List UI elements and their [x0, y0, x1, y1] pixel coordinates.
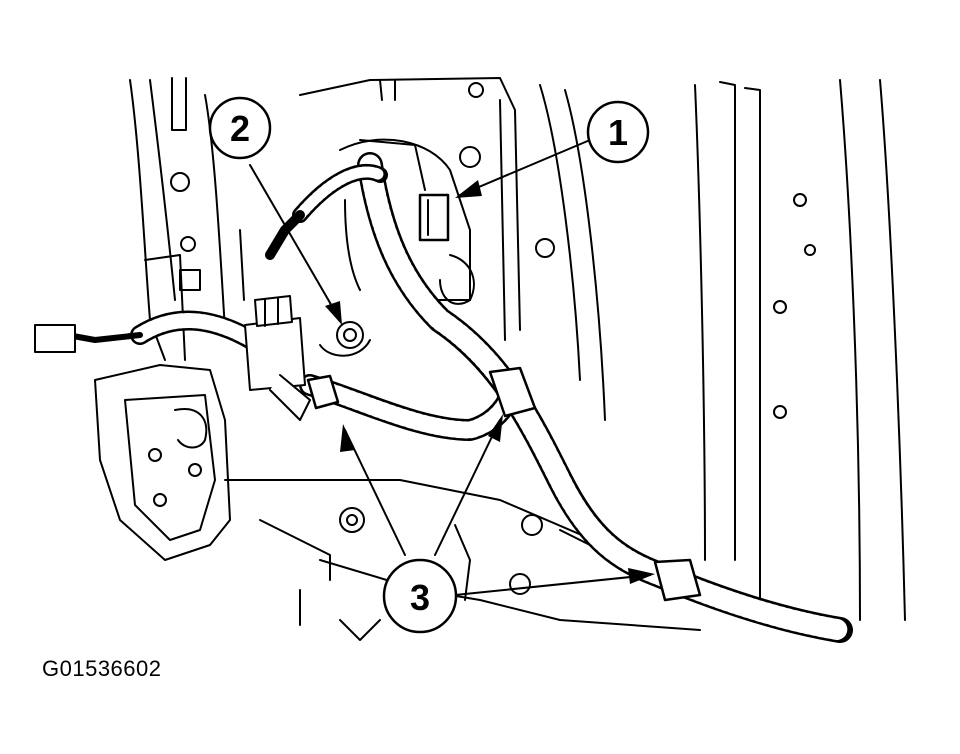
- harness-connector: [244, 295, 311, 421]
- lower-sill: [224, 479, 701, 641]
- callout-3: 3: [382, 558, 458, 634]
- callout-1-label: 1: [608, 112, 628, 153]
- callout-2: 2: [208, 96, 272, 160]
- callout-2-label: 2: [230, 108, 250, 149]
- right-panel: [694, 79, 906, 621]
- callout-1: 1: [586, 100, 650, 164]
- center-panel: [299, 77, 606, 421]
- ground-nut: [319, 321, 371, 357]
- harness-clips: [306, 366, 702, 602]
- left-bracket: [94, 254, 231, 561]
- left-pillar: [129, 77, 245, 361]
- callout-3-label: 3: [410, 577, 430, 618]
- main-harness: [265, 152, 853, 643]
- figure-id: G01536602: [42, 656, 162, 681]
- arrowheads: [325, 180, 655, 584]
- leader-lines: [249, 139, 651, 596]
- body-connector: [418, 193, 450, 242]
